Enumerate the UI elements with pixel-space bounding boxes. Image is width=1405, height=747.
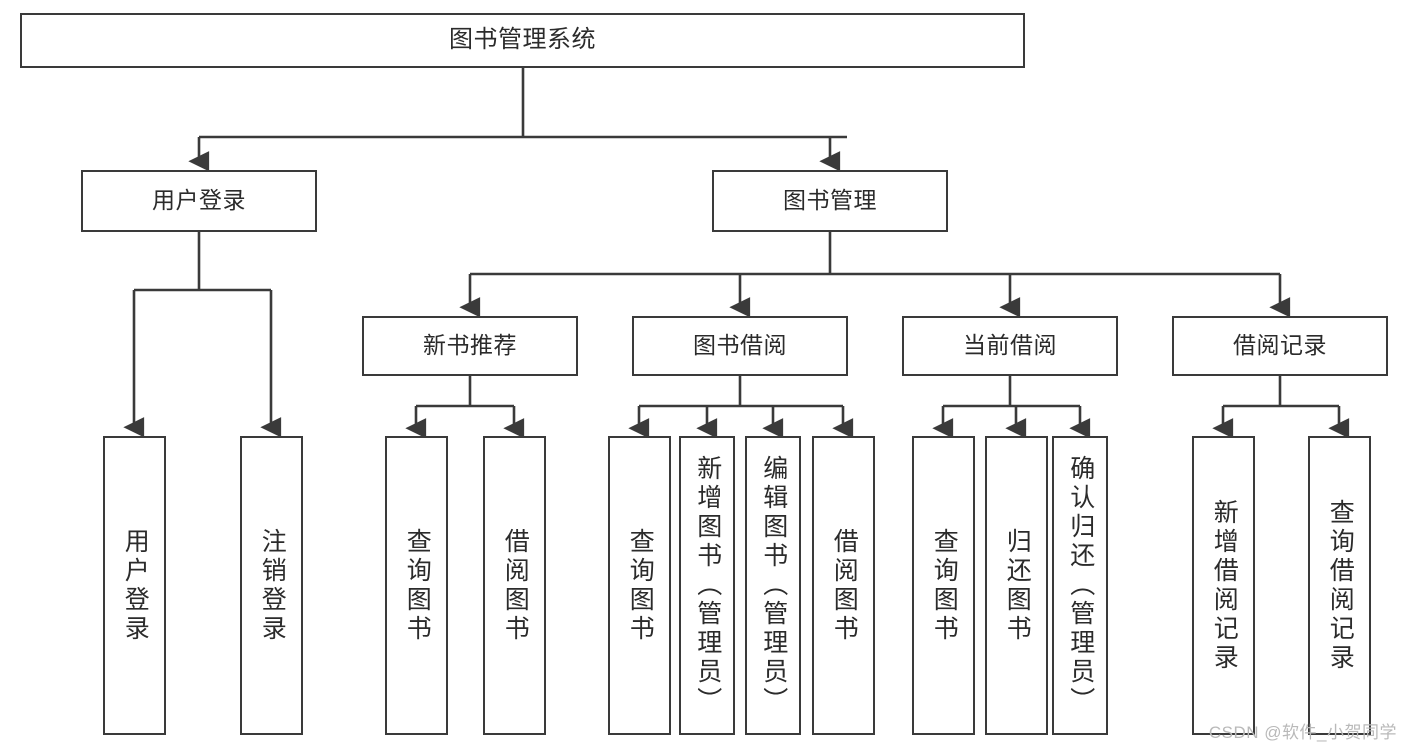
node-user-login[interactable]: 用户登录 — [81, 170, 317, 232]
node-leaf-query-book-current[interactable]: 查询图书 — [912, 436, 975, 735]
node-leaf-borrow-book[interactable]: 借阅图书 — [812, 436, 875, 735]
node-leaf-query-borrow-record-label: 查询借阅记录 — [1326, 498, 1355, 673]
node-book-manage[interactable]: 图书管理 — [712, 170, 948, 232]
node-borrow-record-label: 借阅记录 — [1233, 332, 1327, 359]
node-leaf-edit-book-admin-label: 编辑图书（管理员） — [759, 455, 788, 716]
node-current-borrow-label: 当前借阅 — [963, 332, 1057, 359]
node-leaf-query-book-rec-label: 查询图书 — [403, 527, 432, 644]
node-book-borrow[interactable]: 图书借阅 — [632, 316, 848, 376]
node-leaf-add-borrow-record[interactable]: 新增借阅记录 — [1192, 436, 1255, 735]
node-book-manage-label: 图书管理 — [783, 187, 877, 214]
node-new-book-rec-label: 新书推荐 — [423, 332, 517, 359]
node-leaf-query-book-current-label: 查询图书 — [930, 527, 959, 644]
node-leaf-user-login[interactable]: 用户登录 — [103, 436, 166, 735]
node-borrow-record[interactable]: 借阅记录 — [1172, 316, 1388, 376]
node-new-book-rec[interactable]: 新书推荐 — [362, 316, 578, 376]
node-leaf-edit-book-admin[interactable]: 编辑图书（管理员） — [745, 436, 801, 735]
node-leaf-confirm-return-admin[interactable]: 确认归还（管理员） — [1052, 436, 1108, 735]
node-leaf-borrow-book-label: 借阅图书 — [830, 527, 859, 644]
node-leaf-add-borrow-record-label: 新增借阅记录 — [1210, 498, 1239, 673]
node-leaf-query-book-rec[interactable]: 查询图书 — [385, 436, 448, 735]
node-leaf-add-book-admin[interactable]: 新增图书（管理员） — [679, 436, 735, 735]
node-leaf-return-book[interactable]: 归还图书 — [985, 436, 1048, 735]
node-leaf-confirm-return-admin-label: 确认归还（管理员） — [1066, 455, 1095, 716]
node-leaf-query-borrow-record[interactable]: 查询借阅记录 — [1308, 436, 1371, 735]
node-leaf-query-book-borrow[interactable]: 查询图书 — [608, 436, 671, 735]
node-current-borrow[interactable]: 当前借阅 — [902, 316, 1118, 376]
node-leaf-add-book-admin-label: 新增图书（管理员） — [693, 455, 722, 716]
csdn-watermark: CSDN @软件_小贺同学 — [1208, 723, 1397, 742]
node-leaf-user-logout-label: 注销登录 — [258, 527, 287, 644]
node-book-borrow-label: 图书借阅 — [693, 332, 787, 359]
node-leaf-query-book-borrow-label: 查询图书 — [626, 527, 655, 644]
node-user-login-label: 用户登录 — [152, 187, 246, 214]
node-leaf-user-logout[interactable]: 注销登录 — [240, 436, 303, 735]
node-root[interactable]: 图书管理系统 — [20, 13, 1025, 68]
node-leaf-borrow-book-rec-label: 借阅图书 — [501, 527, 530, 644]
node-leaf-user-login-label: 用户登录 — [121, 527, 150, 644]
node-leaf-borrow-book-rec[interactable]: 借阅图书 — [483, 436, 546, 735]
node-leaf-return-book-label: 归还图书 — [1003, 527, 1032, 644]
node-root-label: 图书管理系统 — [449, 26, 596, 54]
